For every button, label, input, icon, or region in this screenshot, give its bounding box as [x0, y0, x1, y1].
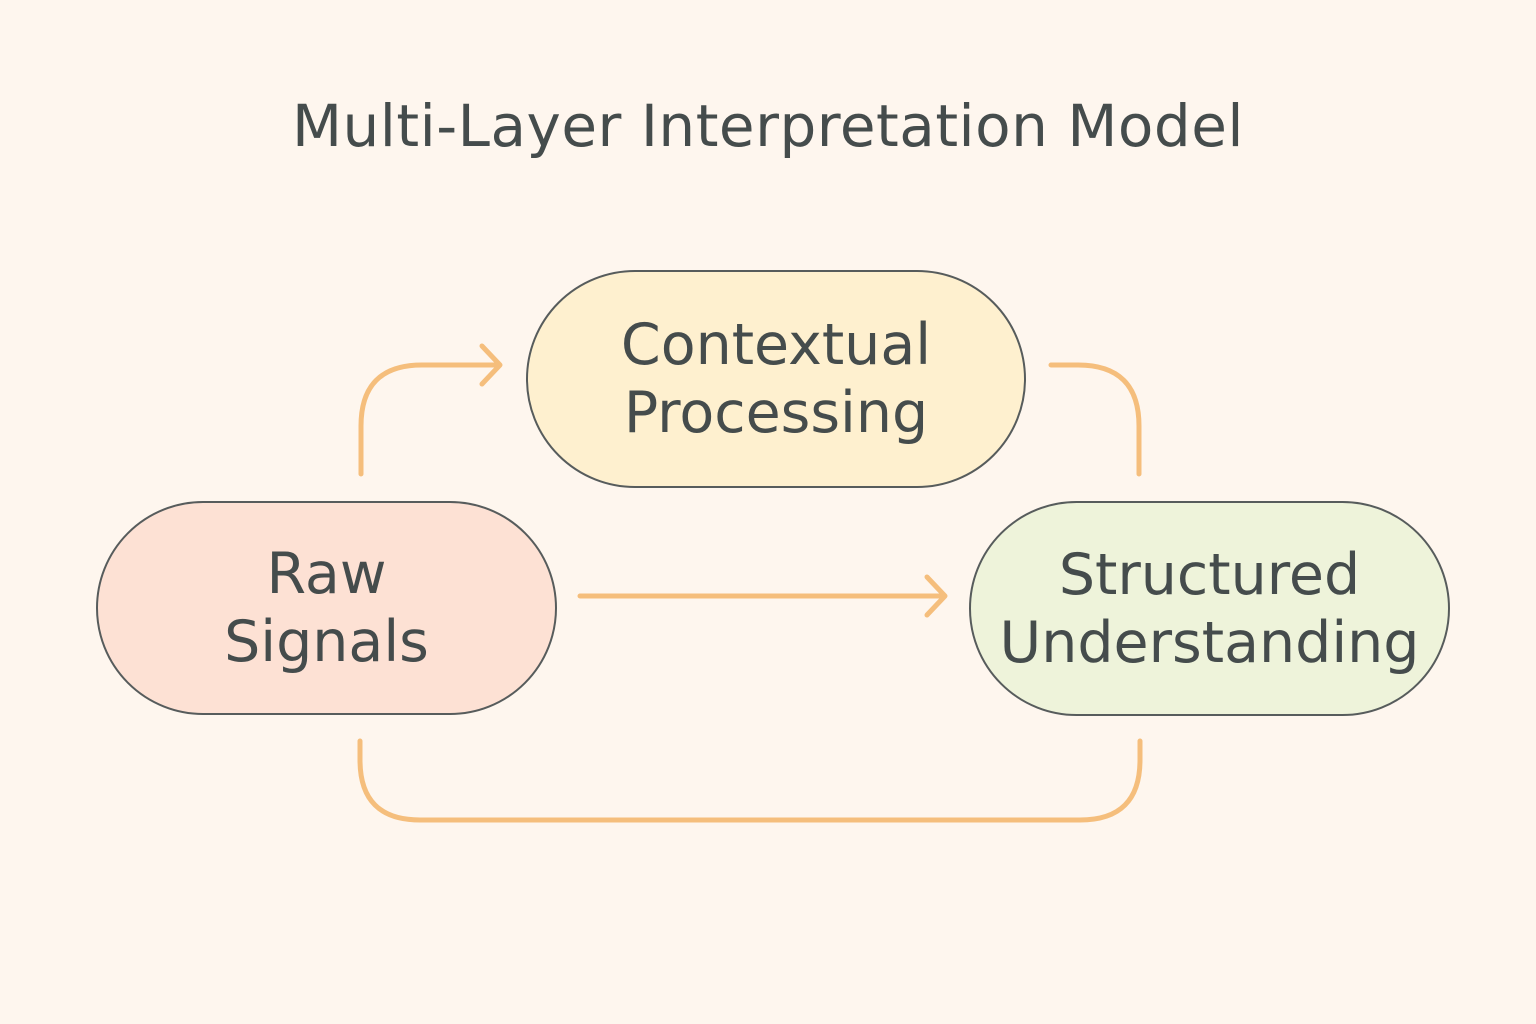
- node-structured-understanding-line2: Understanding: [999, 609, 1420, 676]
- node-raw-signals: Raw Signals: [96, 501, 557, 715]
- arrow-raw-to-structured-head: [924, 574, 948, 618]
- diagram-title: Multi-Layer Interpretation Model: [291, 92, 1244, 160]
- connector-contextual-to-structured: [1048, 362, 1142, 477]
- node-contextual-processing-line2: Processing: [623, 380, 929, 446]
- connectors: [357, 343, 1143, 823]
- node-raw-signals-line1: Raw: [266, 541, 387, 607]
- node-structured-understanding-line1: Structured: [1058, 541, 1361, 608]
- node-raw-signals-line2: Signals: [224, 609, 429, 675]
- node-structured-understanding: Structured Understanding: [969, 501, 1450, 716]
- arrow-raw-to-contextual: [358, 362, 498, 477]
- feedback-loop-connector: [357, 738, 1143, 823]
- node-contextual-processing: Contextual Processing: [526, 270, 1026, 488]
- arrow-raw-to-contextual-head: [479, 343, 503, 387]
- node-contextual-processing-line1: Contextual: [620, 312, 932, 378]
